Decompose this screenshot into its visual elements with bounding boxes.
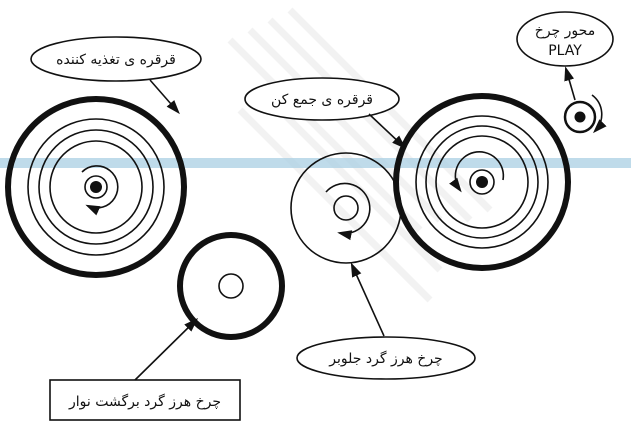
forward-idler-wheel xyxy=(290,152,402,264)
takeup-reel-callout: قرقره ی جمع کن xyxy=(244,77,407,149)
arrowhead-icon xyxy=(368,113,407,149)
takeup-reel-label: قرقره ی جمع کن xyxy=(271,92,373,108)
arrowhead-icon xyxy=(149,79,180,115)
supply-reel-label: قرقره ی تغذیه کننده xyxy=(56,52,176,68)
play-axis-wheel xyxy=(563,94,607,134)
rotation-arrow-icon xyxy=(81,165,119,216)
rotation-arrow-icon xyxy=(449,151,505,193)
arrowhead-icon xyxy=(134,317,199,381)
rewind-idler-label: چرخ هرز گرد برگشت نوار xyxy=(68,393,221,410)
rotation-arrow-icon xyxy=(591,94,607,134)
rewind-idler-callout: چرخ هرز گرد برگشت نوار xyxy=(49,317,241,421)
supply-reel xyxy=(5,96,187,278)
forward-idler-label: چرخ هرز گرد جلوبر xyxy=(328,350,442,367)
takeup-reel xyxy=(393,93,571,271)
play-axis-label-line1: محور چرخ xyxy=(535,23,595,39)
rewind-idler-wheel xyxy=(177,232,285,340)
play-axis-callout: محور چرخ PLAY xyxy=(516,11,614,101)
arrowhead-icon xyxy=(350,262,385,337)
forward-idler-callout: چرخ هرز گرد جلوبر xyxy=(296,262,476,380)
play-axis-label-line2: PLAY xyxy=(548,43,582,59)
watermark-pattern xyxy=(227,7,493,303)
rotation-arrow-icon xyxy=(325,182,371,241)
supply-reel-callout: قرقره ی تغذیه کننده xyxy=(30,36,202,115)
arrowhead-icon xyxy=(564,66,576,101)
